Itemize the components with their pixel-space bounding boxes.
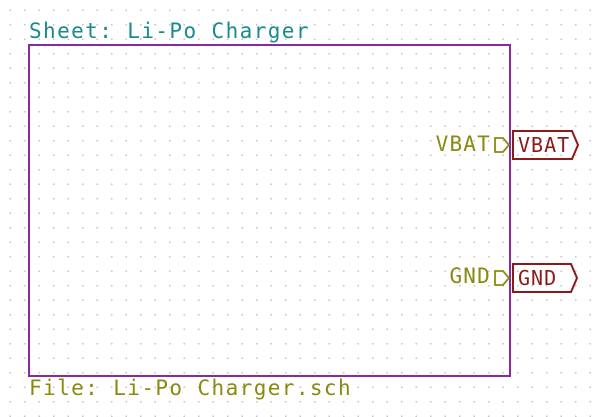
hierarchical-sheet[interactable] <box>28 44 511 377</box>
sheet-pin-vbat-label: VBAT <box>435 132 491 156</box>
sheet-pin-gnd-label: GND <box>449 264 491 288</box>
sheet-name-label: Sheet: Li-Po Charger <box>29 19 310 43</box>
hier-label-vbat-shape[interactable] <box>512 130 580 160</box>
hier-label-gnd-shape[interactable] <box>512 263 579 293</box>
hier-label-vbat-text: VBAT <box>518 133 570 157</box>
sheet-pin-gnd-arrow[interactable] <box>494 270 511 286</box>
sheet-file-label: File: Li-Po Charger.sch <box>29 376 352 400</box>
hier-label-gnd-text: GND <box>518 266 557 290</box>
sheet-pin-vbat-arrow[interactable] <box>494 137 511 153</box>
